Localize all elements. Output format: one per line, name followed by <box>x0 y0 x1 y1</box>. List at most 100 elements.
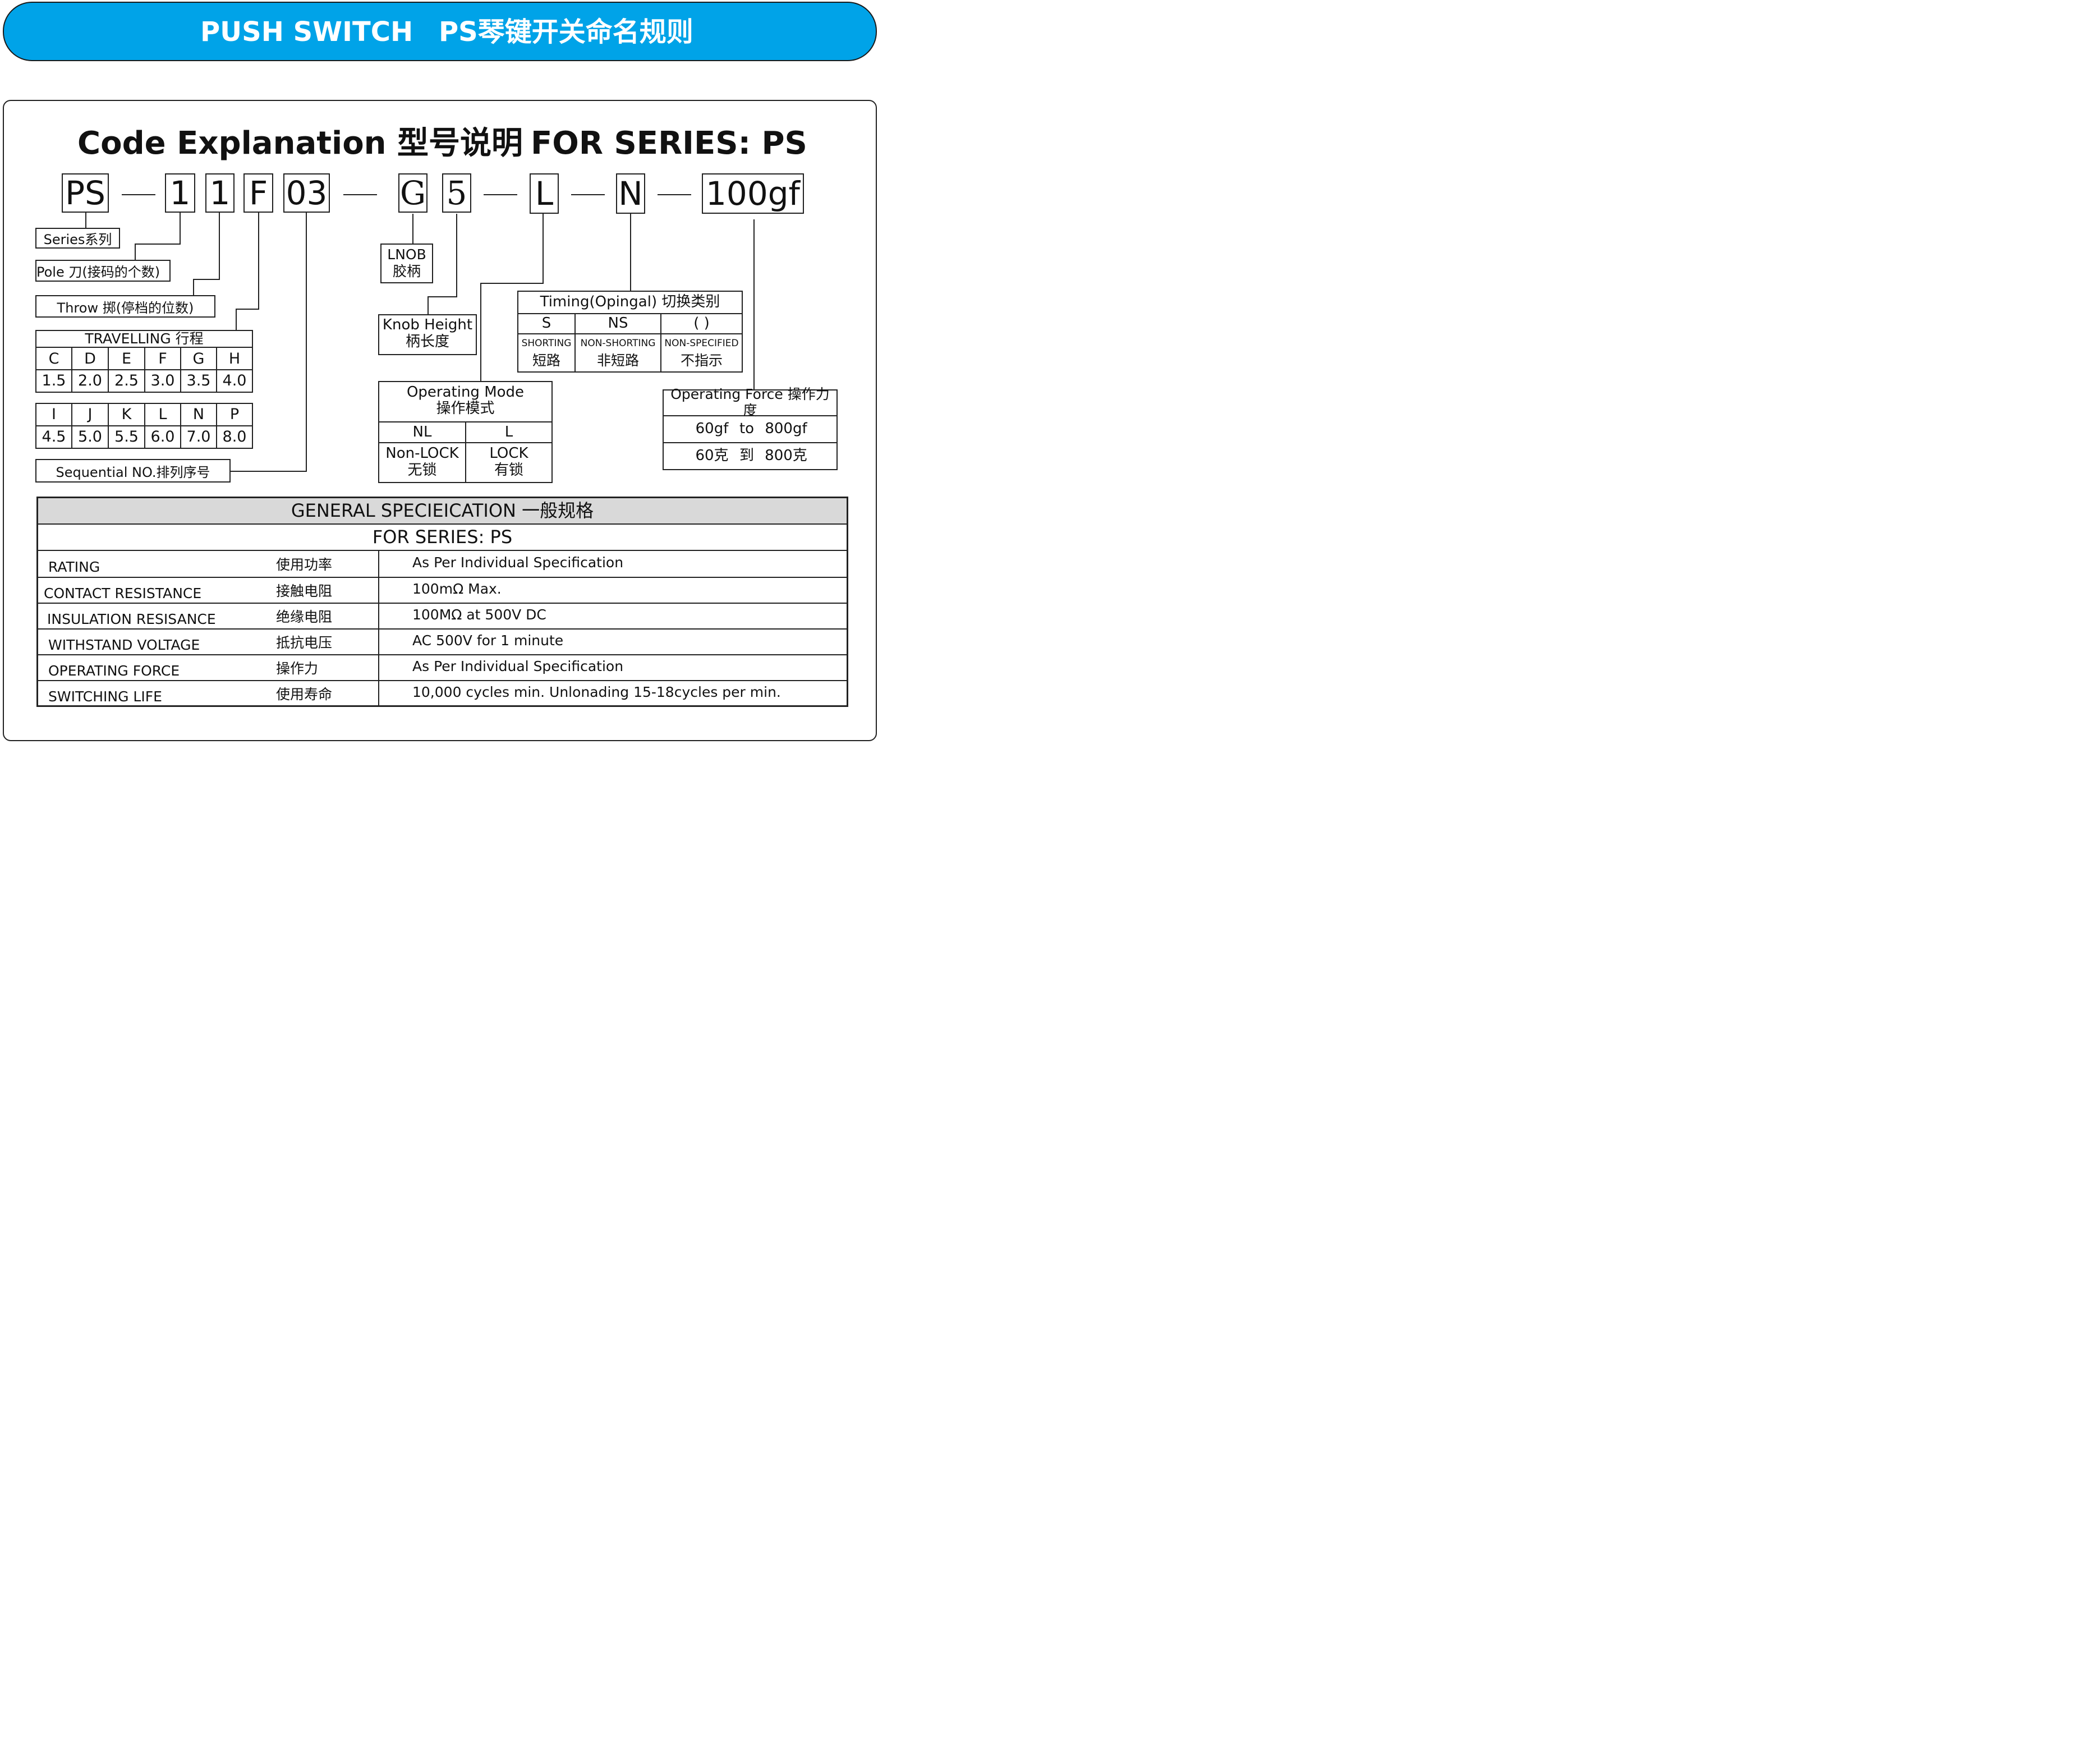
spec-row-divider <box>38 628 847 630</box>
force-to: to <box>739 420 755 438</box>
spec-row-divider <box>38 603 847 604</box>
travelling-title: TRAVELLING 行程 <box>36 330 252 348</box>
mode-name-cn: 有锁 <box>494 462 523 479</box>
dash-1 <box>122 194 155 195</box>
banner-title-cn: PS琴键开关命名规则 <box>439 16 693 48</box>
code-part-sequential: 03 <box>283 173 330 213</box>
mode-code-l: L <box>504 423 513 440</box>
spec-subtitle: FOR SERIES: PS <box>38 525 847 551</box>
travel-letter: N <box>192 406 205 424</box>
timing-col-divider <box>660 313 661 371</box>
leader-pole-v <box>180 213 181 245</box>
col-divider <box>108 348 109 392</box>
travel-value: 3.5 <box>186 372 211 390</box>
timing-col-divider <box>574 313 576 371</box>
travel-letter: I <box>52 406 56 424</box>
code-part-series: PS <box>62 173 109 213</box>
travel-letter: J <box>88 406 93 424</box>
leader-mode-v2 <box>480 283 481 381</box>
leader-travel-v <box>258 213 259 310</box>
travel-value: 3.0 <box>150 372 175 390</box>
code-part-pole: 1 <box>165 173 195 213</box>
series-heading: FOR SERIES: PS <box>531 125 807 162</box>
col-divider <box>180 348 181 392</box>
leader-pole-h <box>135 244 181 245</box>
col-divider <box>180 404 181 448</box>
col-divider <box>144 404 145 448</box>
code-part-knob-height: 5 <box>442 173 471 213</box>
timing-name-en: NON-SHORTING <box>580 338 656 350</box>
timing-title: Timing(Opingal) 切换类别 <box>540 293 720 311</box>
leader-travel-h <box>236 309 259 310</box>
travel-letter: H <box>228 350 241 368</box>
force-divider <box>664 415 836 416</box>
col-divider <box>144 348 145 392</box>
travelling-table-1: TRAVELLING 行程 C D E F G H 1.5 2.0 2.5 3.… <box>35 330 253 393</box>
timing-divider <box>518 313 742 314</box>
title-banner: PUSH SWITCH PS琴键开关命名规则 <box>3 2 877 61</box>
sequential-label: Sequential NO.排列序号 <box>35 459 231 483</box>
mode-col-divider <box>465 421 466 482</box>
leader-pole-v2 <box>135 244 136 260</box>
leader-series <box>85 213 86 228</box>
spec-row-divider <box>38 680 847 681</box>
travel-value: 6.0 <box>150 428 175 446</box>
travel-value: 4.5 <box>42 428 66 446</box>
timing-name-cn: 不指示 <box>680 352 723 369</box>
dash-4 <box>571 194 605 195</box>
spec-row-en: CONTACT RESISTANCE <box>44 585 202 601</box>
spec-row-value: 100MΩ at 500V DC <box>412 607 546 623</box>
leader-seq-h <box>231 471 307 472</box>
force-divider <box>664 442 836 443</box>
col-divider <box>108 404 109 448</box>
spec-row-cn: 使用寿命 <box>276 686 333 702</box>
travel-value: 2.5 <box>114 372 139 390</box>
timing-code: ( ) <box>693 315 710 332</box>
spec-row-value: AC 500V for 1 minute <box>412 632 564 649</box>
operating-mode-title-en: Operating Mode <box>406 384 525 401</box>
travel-value: 5.0 <box>78 428 102 446</box>
spec-row-en: SWITCHING LIFE <box>48 688 162 705</box>
operating-mode-title-cn: 操作模式 <box>436 400 495 417</box>
travel-value: 5.5 <box>114 428 139 446</box>
spec-title: GENERAL SPECIEICATION 一般规格 <box>38 498 847 525</box>
spec-row-cn: 操作力 <box>276 660 319 677</box>
travel-letter: K <box>121 406 132 424</box>
spec-row-value: 100mΩ Max. <box>412 581 502 597</box>
travel-letter: C <box>48 350 59 368</box>
lnob-label-cn: 胶柄 <box>392 263 421 279</box>
timing-name-en: NON-SPECIFIED <box>664 338 739 350</box>
mode-code-nl: NL <box>412 423 432 440</box>
spec-row-cn: 抵抗电压 <box>276 635 333 651</box>
timing-table: Timing(Opingal) 切换类别 S NS ( ) SHORTING N… <box>517 291 743 373</box>
leader-knob-v <box>456 214 457 297</box>
lnob-label-box: LNOB 胶柄 <box>380 244 433 283</box>
timing-code: NS <box>608 315 628 332</box>
leader-seq-v <box>306 213 307 472</box>
mode-name-en: Non-LOCK <box>385 445 459 462</box>
banner-title-en: PUSH SWITCH <box>200 16 413 48</box>
leader-throw-v2 <box>193 279 194 295</box>
travel-letter: E <box>121 350 132 368</box>
spec-row-en: OPERATING FORCE <box>48 663 180 679</box>
knob-height-box: Knob Height 柄长度 <box>378 314 477 355</box>
timing-code: S <box>541 315 551 332</box>
knob-height-en: Knob Height <box>382 316 473 334</box>
leader-mode-v <box>543 214 544 284</box>
travel-value: 8.0 <box>222 428 247 446</box>
mode-name-en: LOCK <box>489 445 528 462</box>
mode-name-cn: 无锁 <box>407 462 437 479</box>
knob-height-cn: 柄长度 <box>405 333 449 351</box>
leader-force <box>753 219 755 389</box>
code-explanation-heading: Code Explanation 型号说明 <box>77 125 523 162</box>
spec-row-cn: 接触电阻 <box>276 583 333 599</box>
general-spec-table: GENERAL SPECIEICATION 一般规格 FOR SERIES: P… <box>36 497 848 707</box>
code-part-force: 100gf <box>702 173 804 214</box>
dash-3 <box>484 194 517 195</box>
leader-lnob <box>412 214 413 244</box>
travelling-table-2: I J K L N P 4.5 5.0 5.5 6.0 7.0 8.0 <box>35 403 253 449</box>
spec-row-divider <box>38 654 847 655</box>
pole-label: Pole 刀(接码的个数) <box>35 260 171 282</box>
spec-row-cn: 使用功率 <box>276 557 333 573</box>
code-part-travelling: F <box>243 173 273 213</box>
